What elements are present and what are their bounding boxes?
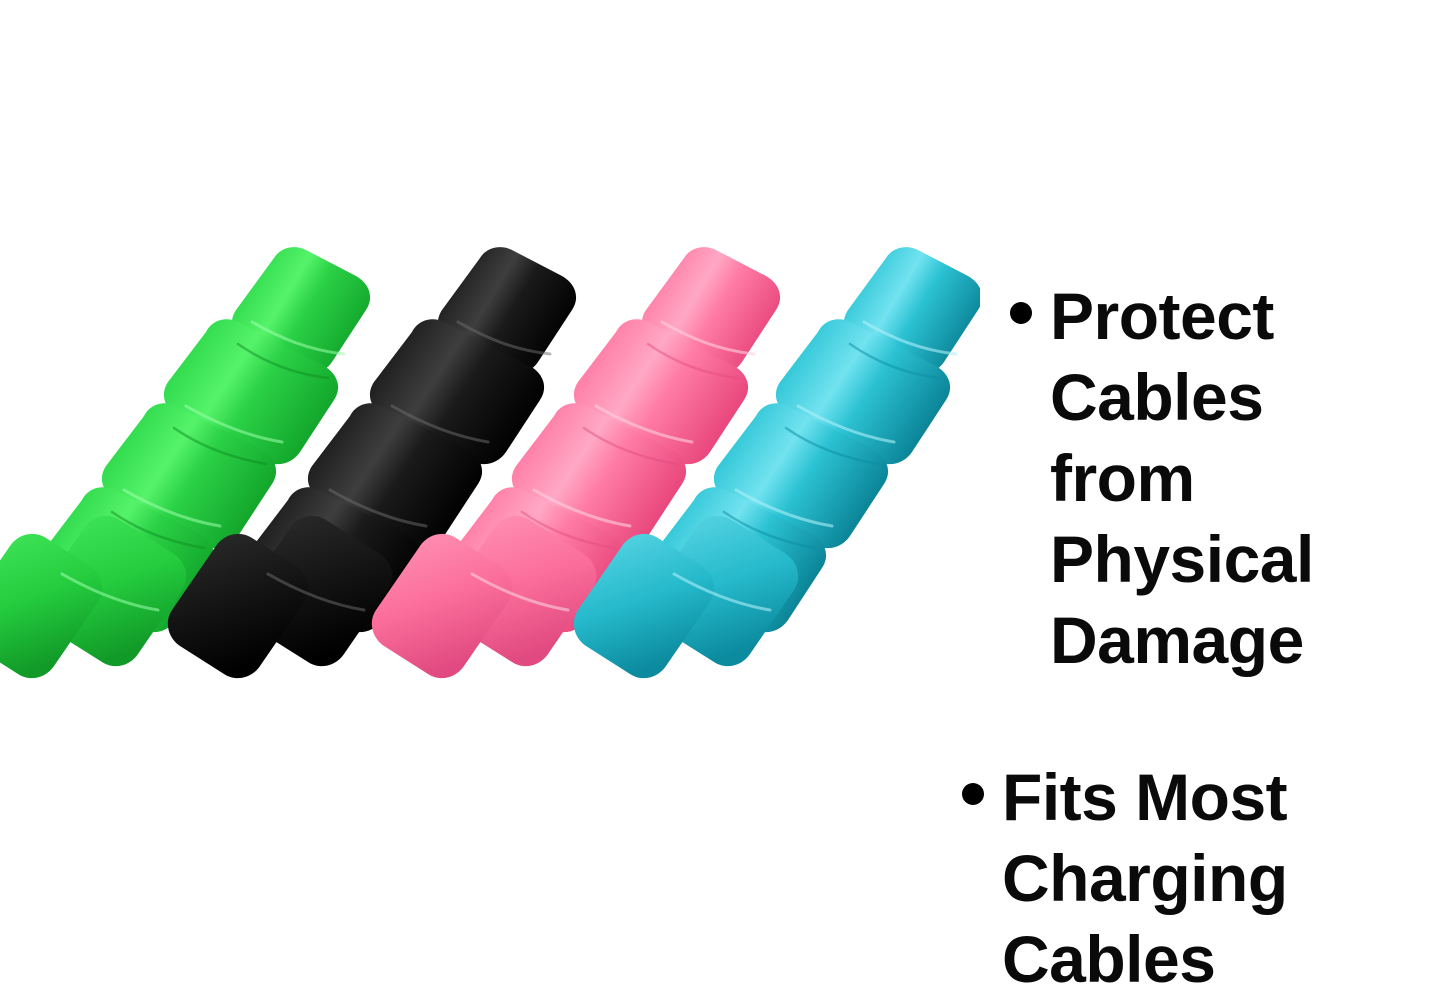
product-photo-region [0, 247, 980, 679]
spiral-cable-protectors-illustration [0, 247, 980, 679]
list-item: Protect Cables from Physical Damage [962, 276, 1432, 681]
feature-bullet-list: Protect Cables from Physical Damage Fits… [962, 276, 1432, 1000]
product-blue-spiral [573, 247, 980, 679]
product-black-spiral [167, 247, 577, 679]
bullet-dot-icon [962, 783, 984, 805]
list-item: Fits Most Charging Cables [962, 757, 1432, 1000]
feature-text-fits-cables: Fits Most Charging Cables [1002, 760, 1288, 996]
feature-text-protect-cables: Protect Cables from Physical Damage [1050, 279, 1314, 677]
product-pink-spiral [371, 247, 781, 679]
product-image-canvas: Protect Cables from Physical Damage Fits… [0, 247, 1315, 996]
bullet-dot-icon [1010, 302, 1032, 324]
product-green-spiral [0, 247, 371, 679]
